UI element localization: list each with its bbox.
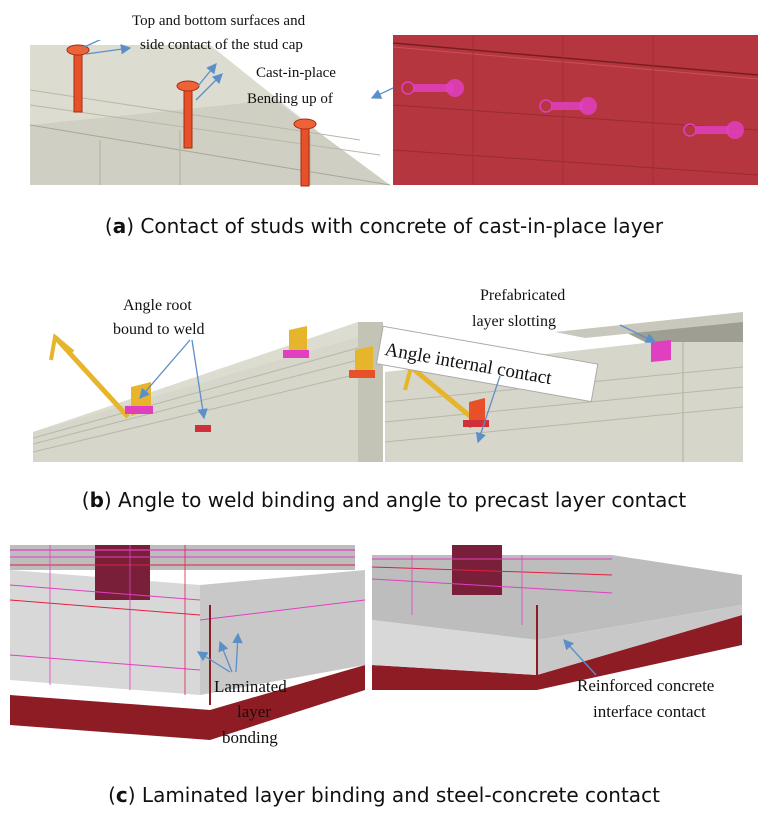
label-angle-root-line2: bound to weld <box>113 321 205 338</box>
caption-c: (c) Laminated layer binding and steel-co… <box>108 783 660 807</box>
label-slot-line2: layer slotting <box>472 313 556 330</box>
label-laminated-line1: Laminated <box>214 677 287 696</box>
angle-3 <box>349 346 375 378</box>
steel-beam-base-right <box>372 615 742 690</box>
panel-b-annotations: Angle root bound to weld Prefabricated l… <box>113 287 657 444</box>
label-slot-line1: Prefabricated <box>480 287 565 304</box>
callout-angle-internal: Angle internal contact <box>375 325 599 403</box>
panel-b-left-view <box>33 322 383 462</box>
label-reinforced-line2: interface contact <box>593 702 706 721</box>
panel-c-left-view <box>10 545 365 740</box>
stud-3 <box>293 118 317 187</box>
label-laminated-line2: layer <box>237 702 271 721</box>
caption-a: (a) Contact of studs with concrete of ca… <box>104 214 664 238</box>
panel-c-annotations: Laminated layer bonding Reinforced concr… <box>196 632 714 747</box>
label-stud-cap-line2: side contact of the stud cap <box>140 37 303 53</box>
weld-marker <box>195 425 211 432</box>
panel-a-right-view <box>393 35 758 185</box>
stud-mesh-1 <box>401 79 464 97</box>
label-cast-line1: Cast-in-place <box>256 65 336 81</box>
panel-a-left-view <box>30 40 391 187</box>
panel-c-right-view <box>372 545 742 690</box>
label-cast-line2: Bending up of <box>247 91 333 107</box>
panel-a-annotations: Top and bottom surfaces and side contact… <box>132 13 394 107</box>
stud-mesh-3 <box>683 121 744 139</box>
label-laminated-line3: bonding <box>222 728 278 747</box>
stud-mesh-2 <box>539 97 597 115</box>
label-stud-cap-line1: Top and bottom surfaces and <box>132 13 306 29</box>
label-reinforced-line1: Reinforced concrete <box>577 676 714 695</box>
stud-2 <box>176 80 200 149</box>
stud-1 <box>66 44 90 113</box>
slot-marker <box>651 340 671 362</box>
angle-2 <box>283 326 309 358</box>
label-angle-root-line1: Angle root <box>123 297 192 314</box>
caption-b: (b) Angle to weld binding and angle to p… <box>81 488 687 512</box>
steel-beam-base <box>10 665 365 740</box>
